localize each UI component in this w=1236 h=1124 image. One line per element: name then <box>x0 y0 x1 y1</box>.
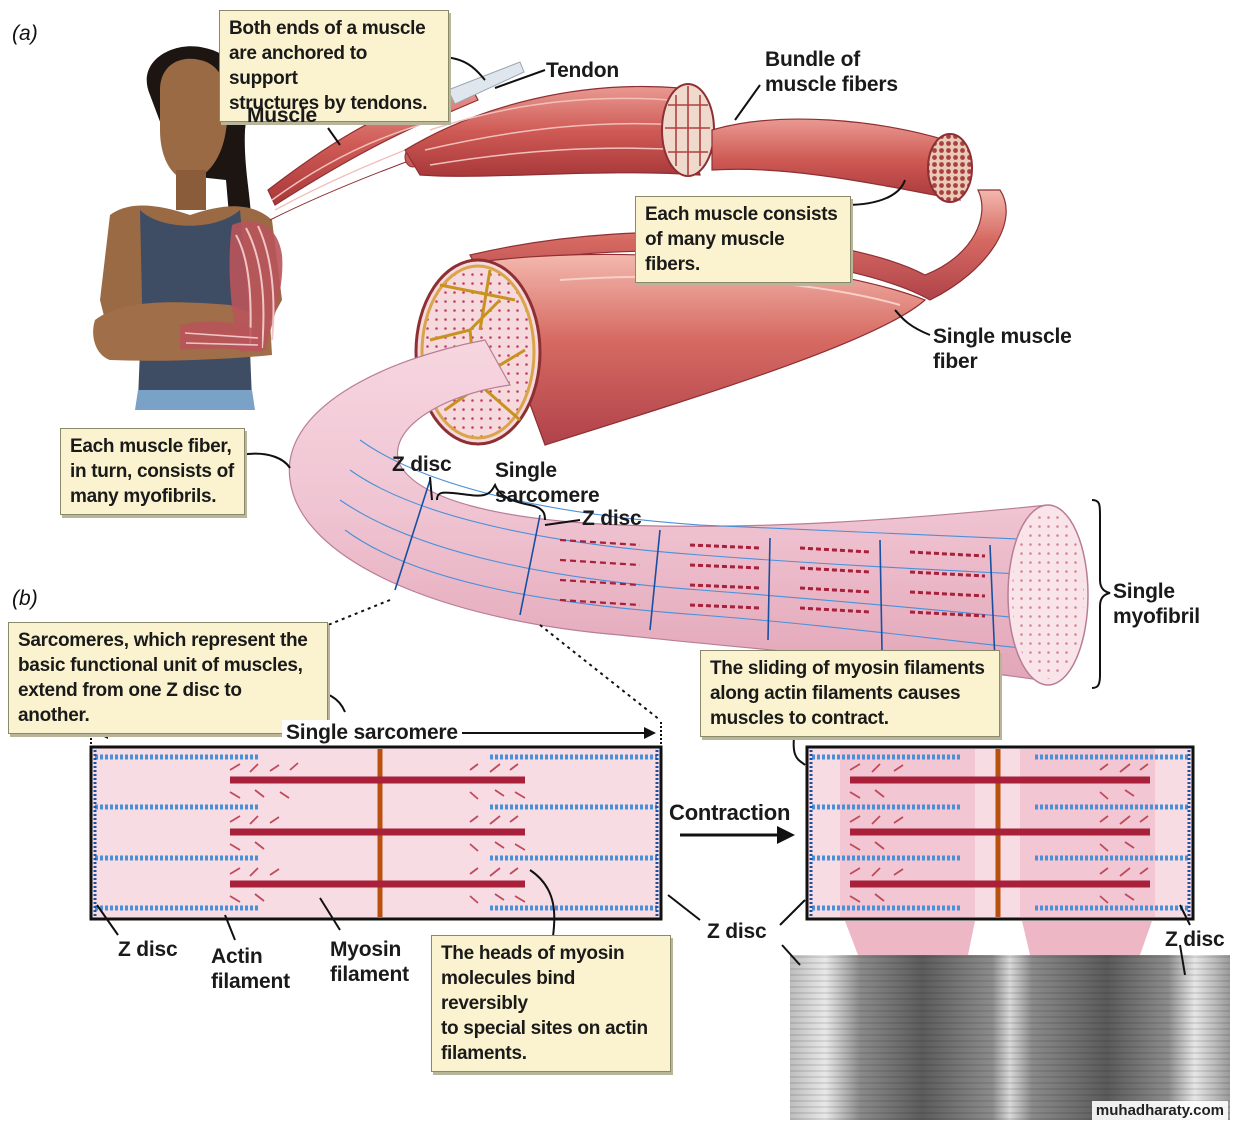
label-single-sarcomere-top: Single sarcomere <box>495 459 600 507</box>
electron-micrograph <box>790 955 1230 1120</box>
woman-figure <box>93 46 283 410</box>
label-z-disc-top: Z disc <box>392 453 452 476</box>
panel-b-label: (b) <box>12 587 38 610</box>
watermark: muhadharaty.com <box>1091 1101 1228 1120</box>
panel-b-letter: b <box>19 587 31 610</box>
label-bundle: Bundle of muscle fibers <box>765 48 898 96</box>
label-single-sarcomere-b: Single sarcomere <box>282 720 462 745</box>
leader-lines-b <box>96 869 1191 976</box>
muscle-fascicle <box>404 83 973 203</box>
label-z-disc-mid: Z disc <box>707 920 767 943</box>
myofibril-brace <box>1091 499 1111 689</box>
callout-myofibrils: Each muscle fiber, in turn, consists of … <box>60 428 245 515</box>
callout-myosin-heads: The heads of myosin molecules bind rever… <box>431 935 671 1072</box>
label-single-myofibril: Single myofibril <box>1113 580 1200 628</box>
label-single-fiber: Single muscle fiber <box>933 325 1072 373</box>
label-z-disc-top2: Z disc <box>582 507 642 530</box>
label-actin-filament: Actin filament <box>211 945 290 993</box>
sarcomere-brace <box>436 482 546 521</box>
panel-a-letter: a <box>19 22 31 45</box>
callout-tendons: Both ends of a muscle are anchored to su… <box>219 10 449 122</box>
callout-sarcomeres: Sarcomeres, which represent the basic fu… <box>8 622 328 734</box>
label-contraction: Contraction <box>669 800 791 825</box>
callout-fibers: Each muscle consists of many muscle fibe… <box>635 196 851 283</box>
label-tendon: Tendon <box>546 59 620 82</box>
sarcomere-contracted <box>805 745 1195 955</box>
label-myosin-filament: Myosin filament <box>330 938 409 986</box>
leader-lines <box>239 56 931 766</box>
callout-sliding: The sliding of myosin filaments along ac… <box>700 650 1000 737</box>
panel-a-label: (a) <box>12 22 38 45</box>
label-z-disc-left: Z disc <box>118 938 178 961</box>
sarcomere-relaxed <box>89 722 663 921</box>
label-z-disc-right: Z disc <box>1165 928 1225 951</box>
label-muscle: Muscle <box>247 104 317 127</box>
